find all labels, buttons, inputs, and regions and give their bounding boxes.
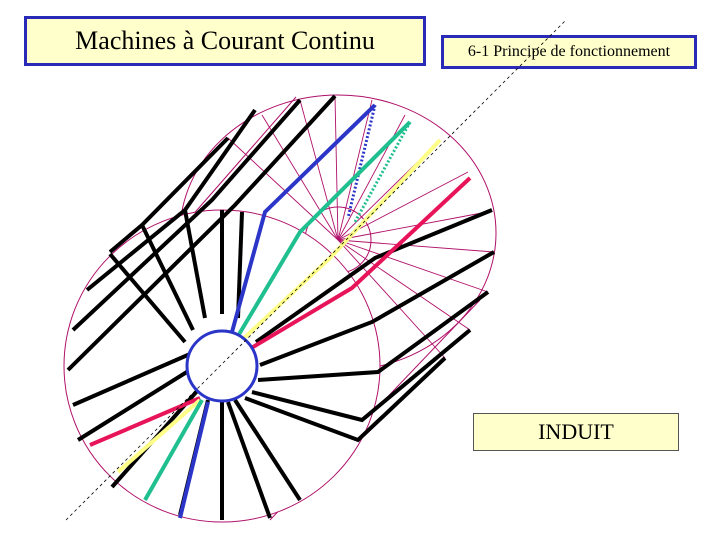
yellow-conductor-back bbox=[240, 138, 442, 342]
top-silhouette-line bbox=[175, 96, 297, 235]
red-conductor bbox=[89, 396, 201, 447]
induit-label: INDUIT bbox=[473, 413, 679, 451]
section-subtitle: 6-1 Principe de fonctionnement bbox=[441, 35, 697, 69]
page-title: Machines à Courant Continu bbox=[24, 16, 426, 66]
blue-conductor bbox=[178, 401, 210, 519]
back-colored-conductors bbox=[346, 104, 412, 223]
red-conductor-back bbox=[246, 176, 472, 352]
axis-line bbox=[65, 19, 567, 521]
front-shaft bbox=[185, 329, 259, 403]
black-conductors bbox=[66, 94, 495, 520]
blue-conductor-back bbox=[230, 103, 377, 333]
colored-conductors bbox=[89, 103, 472, 519]
green-conductor bbox=[143, 399, 204, 501]
yellow-conductor bbox=[116, 398, 202, 474]
green-conductor-back bbox=[236, 120, 412, 338]
